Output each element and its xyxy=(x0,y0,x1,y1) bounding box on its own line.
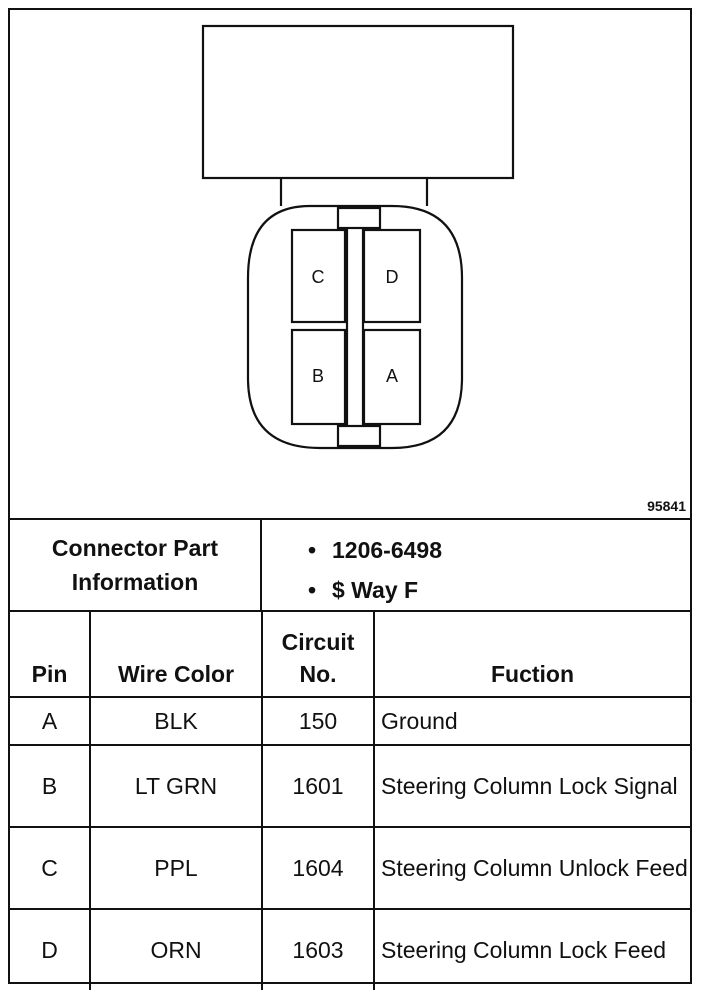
part-number-bullet: • 1206-6498 xyxy=(308,530,690,570)
cavity-label-d: D xyxy=(386,267,399,287)
connector-info-label: Connector Part Information xyxy=(51,535,219,595)
cavity-label-a: A xyxy=(386,366,398,386)
function-cell: Steering Column Lock Feed xyxy=(373,908,690,990)
header-circuit-no: Circuit No. xyxy=(261,612,375,698)
table-row: D ORN 1603 Steering Column Lock Feed xyxy=(10,908,690,990)
header-pin: Pin xyxy=(10,612,91,698)
header-wire-color: Wire Color xyxy=(89,612,263,698)
wire-color-cell: LT GRN xyxy=(89,744,263,828)
circuit-no-cell: 1603 xyxy=(261,908,375,990)
bottom-latch xyxy=(336,424,382,448)
header-function: Fuction xyxy=(373,612,690,698)
table-row: B LT GRN 1601 Steering Column Lock Signa… xyxy=(10,744,690,828)
pin-cell: A xyxy=(10,696,91,746)
connector-info-label-cell: Connector Part Information xyxy=(10,520,262,610)
cavity-label-c: C xyxy=(312,267,325,287)
top-latch xyxy=(336,206,382,230)
wire-color-cell: BLK xyxy=(89,696,263,746)
table-row: A BLK 150 Ground xyxy=(10,696,690,746)
circuit-no-cell: 150 xyxy=(261,696,375,746)
circuit-no-cell: 1604 xyxy=(261,826,375,910)
connector-shell xyxy=(246,204,464,450)
wire-color-cell: ORN xyxy=(89,908,263,990)
cavity-a xyxy=(362,328,422,426)
connector-sheet: C D B A 95841 Connector Part Information… xyxy=(8,8,692,990)
connector-drawing: C D B A xyxy=(201,24,515,450)
function-cell: Steering Column Lock Signal xyxy=(373,744,690,828)
pin-cell: B xyxy=(10,744,91,828)
circuit-no-cell: 1601 xyxy=(261,744,375,828)
pin-table-header: Pin Wire Color Circuit No. Fuction xyxy=(10,612,690,698)
figure-id: 95841 xyxy=(647,498,686,514)
function-cell: Ground xyxy=(373,696,690,746)
function-cell: Steering Column Unlock Feed xyxy=(373,826,690,910)
bullet-dot: • xyxy=(308,577,317,603)
part-number: 1206-6498 xyxy=(332,537,442,563)
pin-cell: D xyxy=(10,908,91,990)
cavity-b xyxy=(290,328,347,426)
way-type: $ Way F xyxy=(332,577,419,603)
connector-info-values: • 1206-6498 • $ Way F xyxy=(262,520,690,610)
header-circuit-no-text: Circuit No. xyxy=(281,629,355,687)
connector-diagram-panel: C D B A 95841 xyxy=(10,10,690,520)
table-row: C PPL 1604 Steering Column Unlock Feed xyxy=(10,826,690,910)
cavity-c xyxy=(290,228,347,324)
cavity-label-b: B xyxy=(312,366,324,386)
pin-table: Pin Wire Color Circuit No. Fuction A BLK… xyxy=(10,612,690,990)
wire-color-cell: PPL xyxy=(89,826,263,910)
component-body xyxy=(201,24,515,180)
bullet-dot: • xyxy=(308,537,317,563)
cavity-d xyxy=(362,228,422,324)
pin-cell: C xyxy=(10,826,91,910)
connector-info-row: Connector Part Information • 1206-6498 • $… xyxy=(10,520,690,612)
way-bullet: • $ Way F xyxy=(308,570,690,610)
